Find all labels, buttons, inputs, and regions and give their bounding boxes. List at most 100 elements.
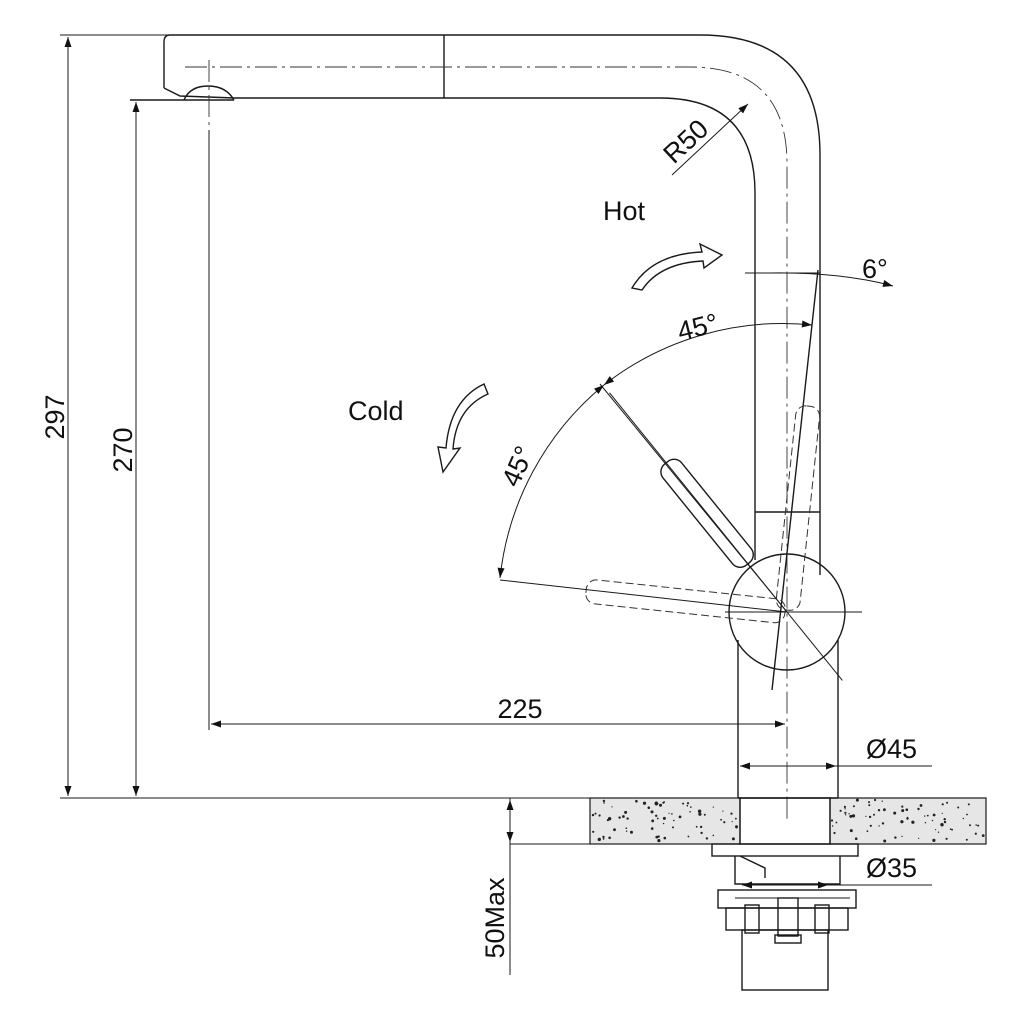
countertop-speck <box>698 812 702 816</box>
faucet-body <box>725 269 862 799</box>
countertop-speck <box>835 821 838 824</box>
countertop-speck <box>663 836 667 840</box>
countertop-speck <box>911 820 915 824</box>
stud-cap <box>774 934 802 944</box>
countertop-speck <box>626 817 629 820</box>
countertop-speck <box>625 827 628 829</box>
angle-label-hot-45: 45° <box>674 308 721 347</box>
countertop-speck <box>700 831 703 835</box>
shank-through-counter <box>739 797 831 845</box>
countertop-speck <box>941 803 944 806</box>
countertop-speck <box>848 813 850 815</box>
countertop-speck <box>651 819 655 823</box>
countertop-speck <box>689 811 691 813</box>
countertop-speck <box>622 815 625 818</box>
countertop-speck <box>655 814 658 817</box>
countertop-speck <box>974 832 977 835</box>
countertop-speck <box>918 837 920 840</box>
countertop-speck <box>849 814 853 818</box>
countertop-speck <box>873 813 875 816</box>
lever-position-low <box>585 579 786 624</box>
mounting-nut-top <box>717 889 857 909</box>
body-lower-walls <box>737 640 839 798</box>
countertop-speck <box>687 835 690 838</box>
countertop-speck <box>901 805 904 808</box>
dim-label-50max: 50Max <box>480 877 510 959</box>
nut-flat-left <box>744 904 760 934</box>
countertop-speck <box>608 836 611 840</box>
countertop-speck <box>901 809 905 813</box>
countertop-speck <box>946 801 949 804</box>
angle-label-cold-45: 45° <box>496 442 540 492</box>
countertop-speck <box>901 835 903 838</box>
faucet-spout <box>130 34 821 820</box>
countertop-speck <box>965 838 968 841</box>
countertop-speck <box>602 838 605 840</box>
countertop-speck <box>624 810 628 814</box>
dim-label-d35: Ø35 <box>866 853 917 883</box>
countertop-left-slab <box>589 797 741 845</box>
countertop-speck <box>865 815 867 818</box>
countertop-speck <box>894 836 897 839</box>
countertop-speck <box>625 830 628 832</box>
countertop-speck <box>662 801 665 804</box>
dim-line-r50 <box>671 103 749 176</box>
spout-tip-top <box>163 34 171 88</box>
countertop-speck <box>682 802 685 805</box>
countertop-speck <box>931 819 934 822</box>
countertop-speck <box>731 821 733 823</box>
countertop-speck <box>602 835 605 839</box>
countertop-speck <box>951 828 953 831</box>
angle-label-6: 6° <box>862 254 888 284</box>
hot-label: Hot <box>603 196 646 226</box>
countertop-speck <box>957 806 960 809</box>
mounting-bracket <box>734 856 841 885</box>
countertop-speck <box>705 837 709 840</box>
body-tilt-axis <box>771 269 819 691</box>
countertop-speck <box>924 815 926 817</box>
countertop-speck <box>712 806 714 808</box>
countertop-speck <box>906 817 909 820</box>
countertop-speck <box>852 805 855 808</box>
countertop-speck <box>881 822 885 825</box>
cold-swing-arc <box>497 384 605 579</box>
countertop-texture <box>591 798 985 843</box>
countertop-speck <box>900 820 904 824</box>
countertop-speck <box>720 818 722 821</box>
cold-indicator: Cold <box>348 383 489 474</box>
countertop-speck <box>703 813 706 816</box>
countertop-speck <box>662 822 665 825</box>
countertop-speck <box>630 830 633 834</box>
countertop-speck <box>967 803 970 806</box>
dim-reach: 225 <box>208 130 785 730</box>
countertop-speck <box>712 834 715 837</box>
dim-shank-diameter: Ø35 <box>742 853 932 889</box>
countertop-speck <box>635 799 638 803</box>
countertop-speck <box>868 804 871 807</box>
countertop-speck <box>668 812 670 814</box>
countertop-speck <box>932 813 936 817</box>
hot-arrow-icon <box>630 242 724 291</box>
countertop-speck <box>981 834 985 837</box>
lever-mid-axis <box>609 392 843 681</box>
mid-reference-line <box>599 383 788 613</box>
aerator <box>183 85 235 101</box>
low-reference-line <box>499 579 788 613</box>
countertop-speck <box>597 837 601 842</box>
countertop-speck <box>613 828 616 832</box>
countertop-speck <box>830 819 834 822</box>
countertop-speck <box>723 821 726 824</box>
countertop-speck <box>672 826 674 829</box>
countertop-speck <box>598 814 601 817</box>
countertop-speck <box>849 829 853 833</box>
countertop-speck <box>843 805 847 809</box>
countertop-speck <box>844 811 847 814</box>
spout-outer-contour <box>170 34 821 575</box>
countertop-speck <box>730 812 733 815</box>
countertop-speck <box>935 829 937 831</box>
countertop-speck <box>731 837 735 841</box>
countertop <box>589 797 987 845</box>
countertop-speck <box>868 801 870 804</box>
dim-total-height: 297 <box>40 34 170 796</box>
dim-max-counter: 50Max <box>480 798 514 975</box>
